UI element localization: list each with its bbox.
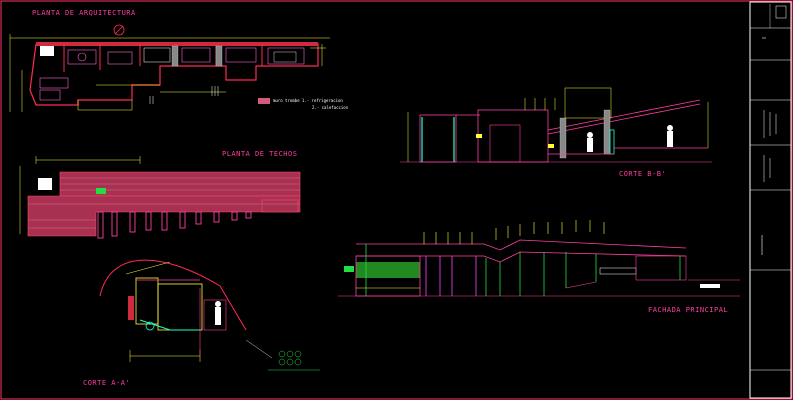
- title-planta-arquitectura: PLANTA DE ARQUITECTURA: [32, 9, 136, 17]
- legend-swatch: [258, 98, 270, 104]
- title-planta-techos: PLANTA DE TECHOS: [222, 150, 298, 158]
- plan-architecture: [9, 24, 330, 112]
- title-fachada-principal: FACHADA PRINCIPAL: [648, 306, 729, 314]
- legend-line-1: muro trombe 1.- refrigeracion: [273, 98, 343, 103]
- plan-roof: [19, 156, 301, 239]
- facade-main: [338, 220, 740, 297]
- legend-line-2: 2.- calefaccion: [312, 105, 349, 110]
- title-block: [749, 1, 792, 399]
- section-aa: [99, 259, 320, 371]
- title-corte-aa: CORTE A-A': [83, 379, 131, 387]
- title-corte-bb: CORTE B-B': [619, 170, 667, 178]
- section-bb: [400, 87, 712, 163]
